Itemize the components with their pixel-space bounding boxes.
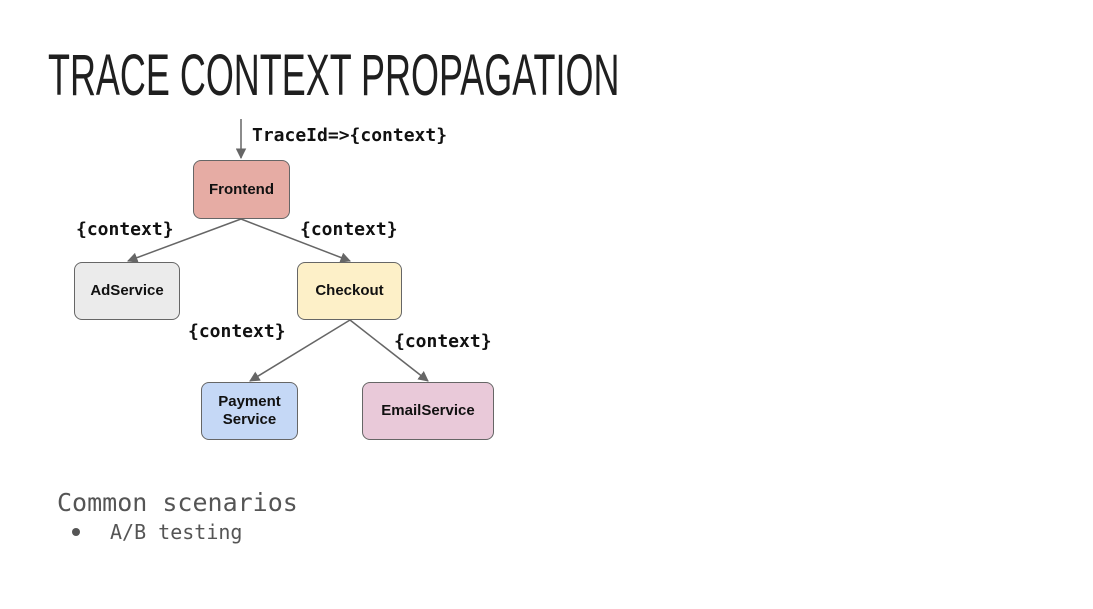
edge-checkout-payment bbox=[249, 319, 351, 382]
scenario-item: A/B testing bbox=[72, 520, 242, 544]
edge-label-frontend-adservice: {context} bbox=[76, 219, 174, 240]
node-payment-service: Payment Service bbox=[201, 382, 298, 440]
edge-checkout-email bbox=[349, 319, 429, 382]
edge-frontend-adservice bbox=[127, 218, 242, 263]
edge-label-checkout-email: {context} bbox=[394, 331, 492, 352]
edge-label-checkout-payment: {context} bbox=[188, 321, 286, 342]
node-email-service: EmailService bbox=[362, 382, 494, 440]
slide-title: Trace Context Propagation bbox=[48, 43, 620, 108]
incoming-trace-label: TraceId=>{context} bbox=[252, 125, 448, 146]
node-adservice: AdService bbox=[74, 262, 180, 320]
node-frontend: Frontend bbox=[193, 160, 290, 219]
scenario-item-label: A/B testing bbox=[110, 520, 243, 544]
edge-label-frontend-checkout: {context} bbox=[300, 219, 398, 240]
scenarios-heading: Common scenarios bbox=[57, 488, 298, 517]
bullet-icon bbox=[72, 527, 80, 536]
node-checkout: Checkout bbox=[297, 262, 402, 320]
edge-frontend-checkout bbox=[240, 218, 351, 263]
